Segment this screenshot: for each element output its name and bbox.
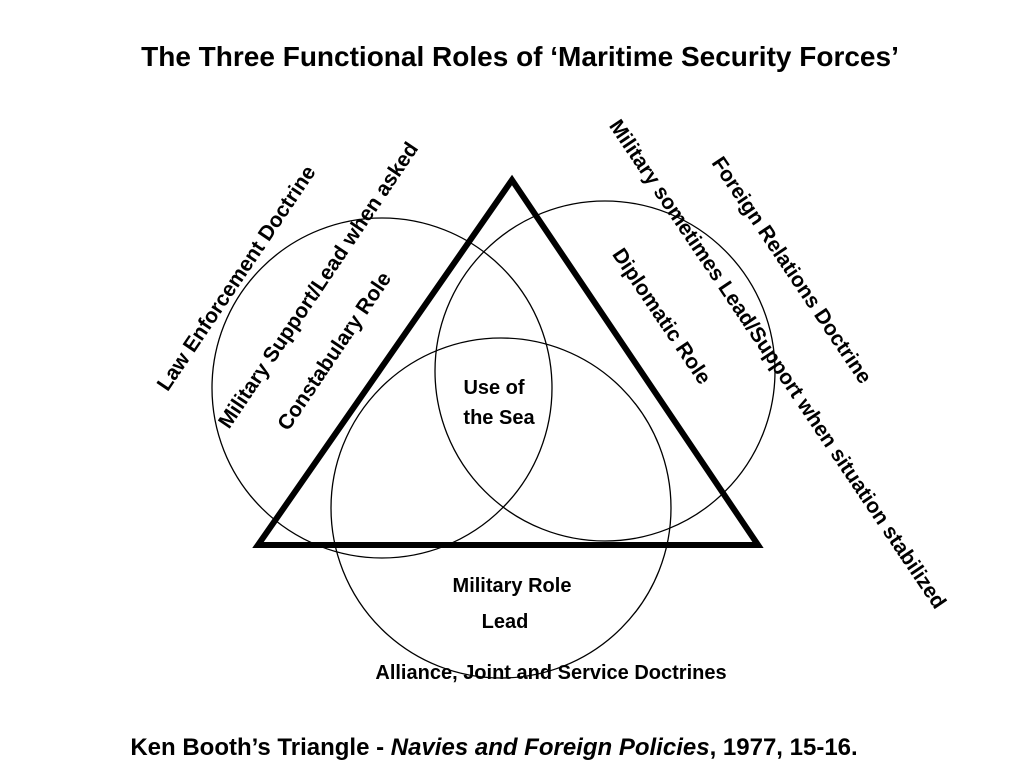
citation-suffix: , 1977, 15-16. bbox=[710, 734, 858, 761]
citation: Ken Booth’s Triangle - Navies and Foreig… bbox=[130, 734, 857, 761]
alliance-doctrines-label: Alliance, Joint and Service Doctrines bbox=[375, 662, 726, 684]
foreign-relations-doctrine-label: Foreign Relations Doctrine bbox=[707, 153, 876, 388]
military-circle bbox=[330, 337, 672, 679]
citation-prefix: Ken Booth’s Triangle - bbox=[130, 734, 390, 761]
military-role-label: Military Role bbox=[453, 575, 572, 597]
center-label-line1: Use of bbox=[463, 377, 524, 399]
center-label-line2: the Sea bbox=[463, 407, 535, 429]
law-enforcement-doctrine-label: Law Enforcement Doctrine bbox=[153, 162, 321, 395]
military-sometimes-label: Military sometimes Lead/Support when sit… bbox=[604, 116, 950, 614]
slide-title: The Three Functional Roles of ‘Maritime … bbox=[141, 41, 899, 72]
booth-triangle bbox=[252, 174, 764, 548]
diplomatic-circle bbox=[434, 200, 776, 542]
constabulary-circle bbox=[211, 217, 553, 559]
citation-work: Navies and Foreign Policies bbox=[391, 734, 710, 761]
constabulary-role-label: Constabulary Role bbox=[273, 268, 396, 435]
military-role-lead-label: Lead bbox=[482, 611, 529, 633]
